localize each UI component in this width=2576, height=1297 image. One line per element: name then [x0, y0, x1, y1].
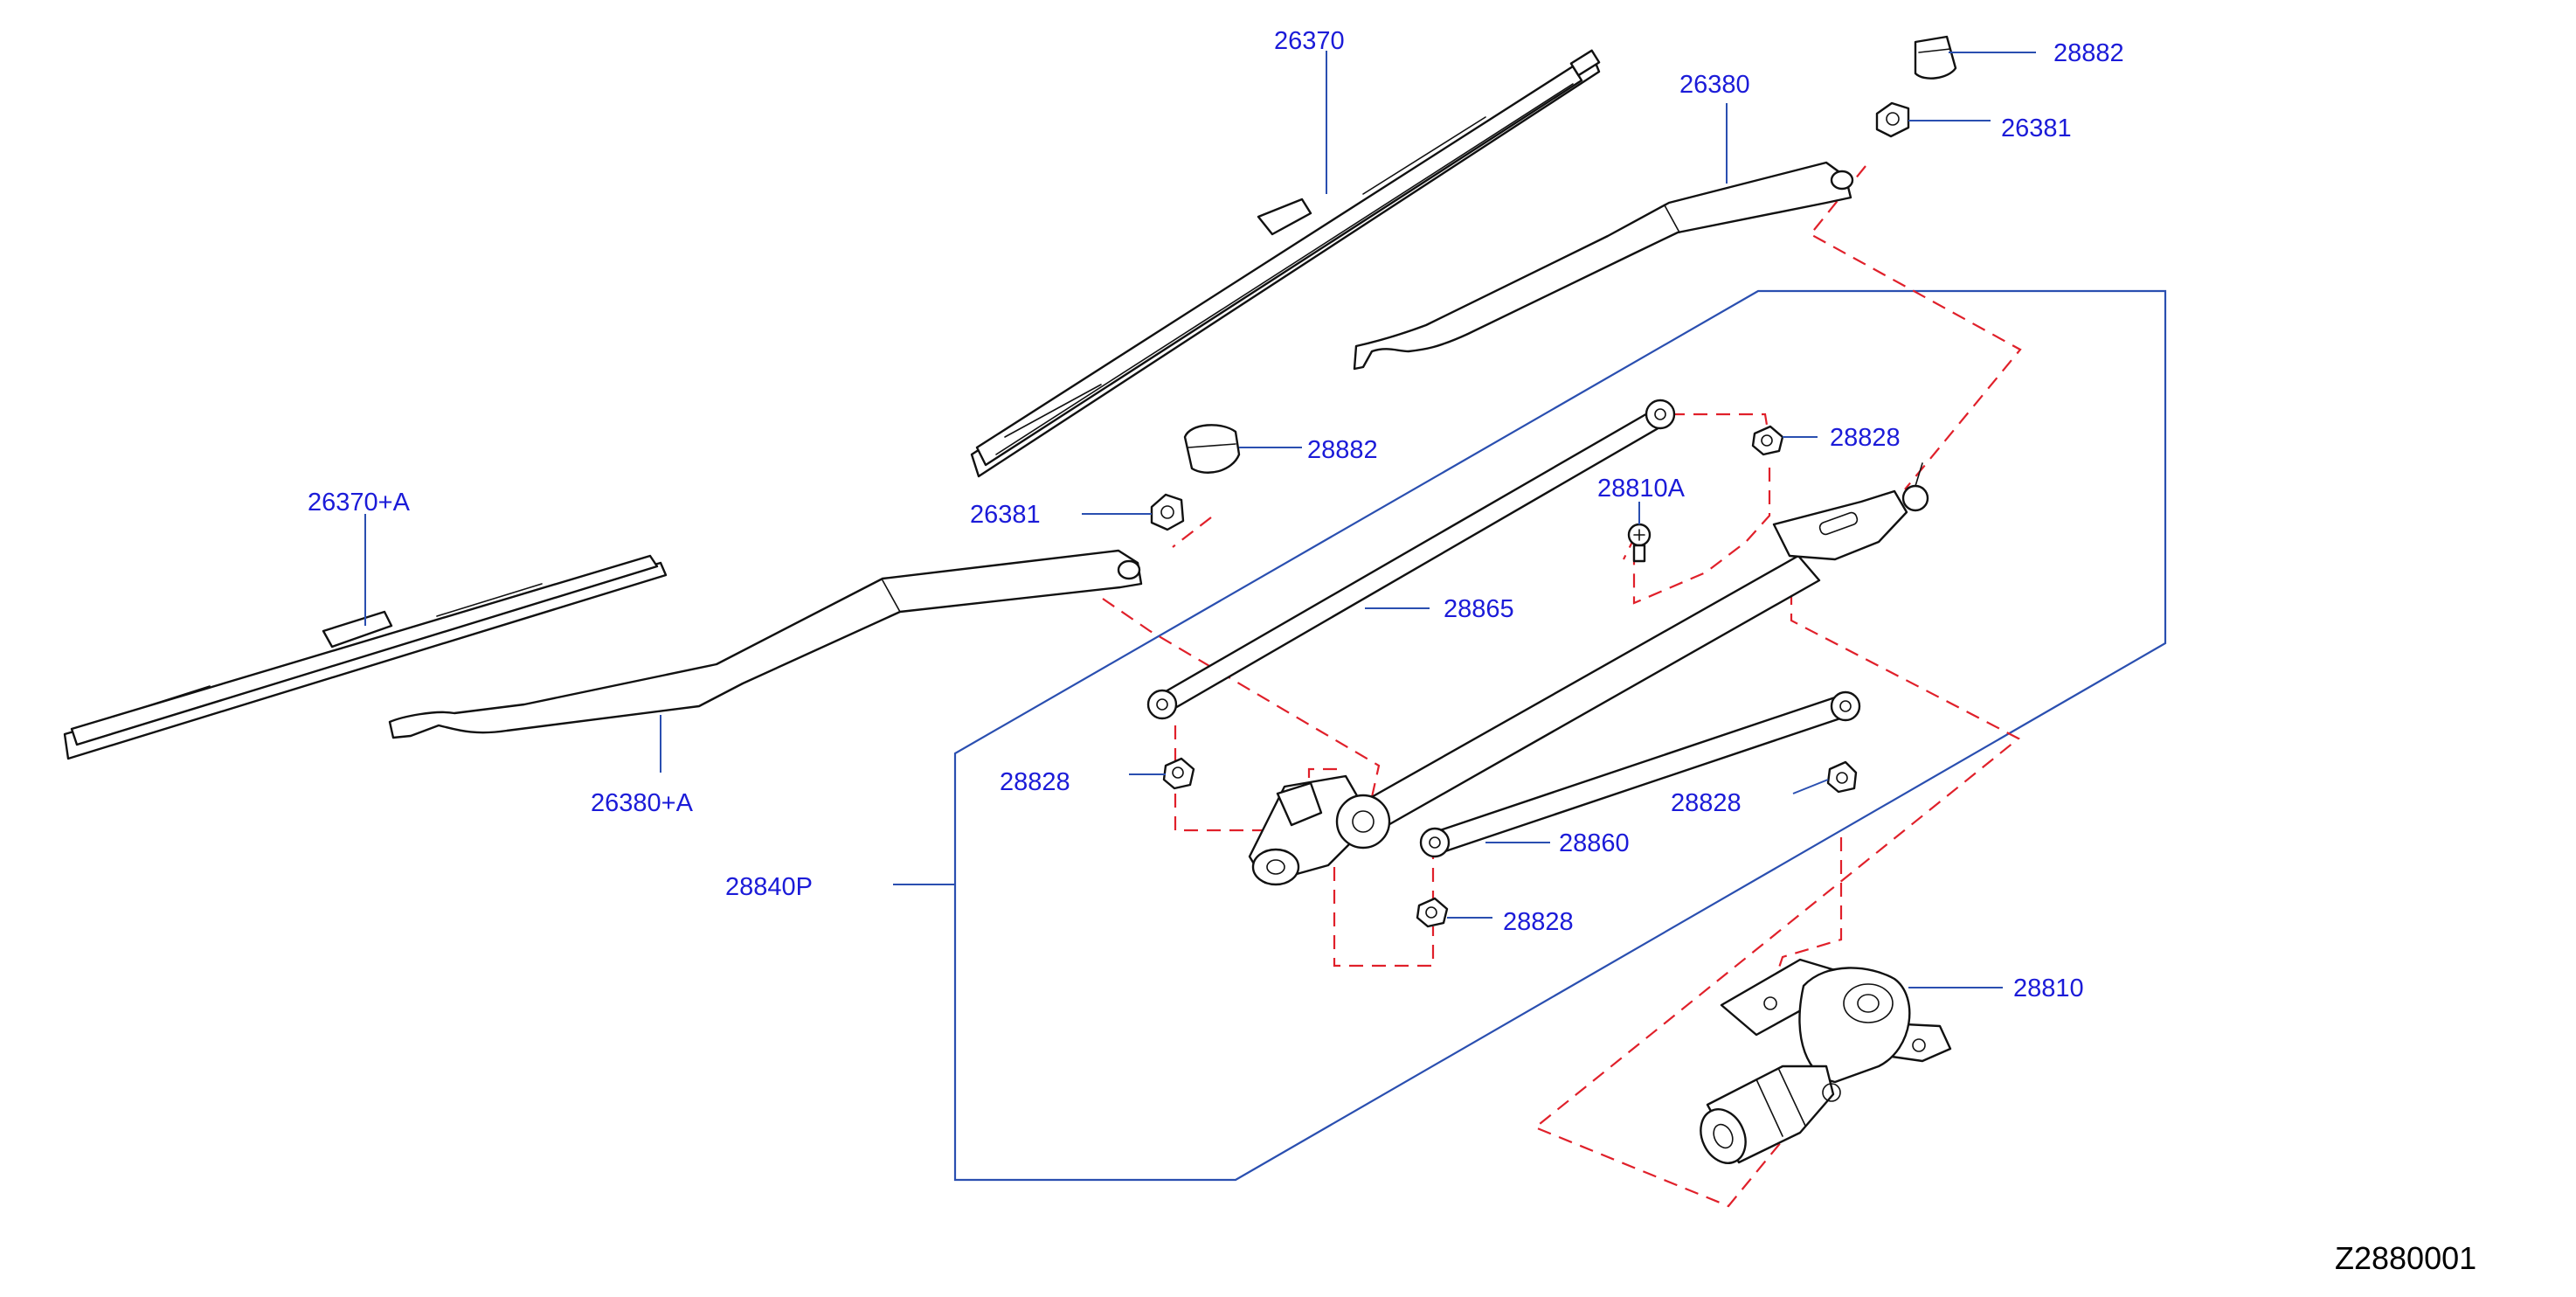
callout-26370-a: 26370+A [308, 489, 411, 517]
arm-nut-lower [1150, 493, 1185, 531]
bushing-28828-d [1416, 897, 1449, 928]
wiper-blade-upper [970, 49, 1601, 478]
callout-labels: 26370 26380 28882 26381 28882 26381 2637… [308, 27, 2476, 1276]
callout-26380-a: 26380+A [591, 789, 694, 817]
link-rod-upper [1146, 399, 1676, 720]
link-rod-lower [1419, 690, 1861, 858]
wiper-blade-lower [63, 554, 668, 760]
callout-28810: 28810 [2013, 974, 2084, 1002]
bushing-28828-a [1751, 425, 1784, 456]
linkage-assembly-outline [953, 289, 2167, 1182]
callout-28882-upper: 28882 [2053, 39, 2124, 67]
callout-26381-upper: 26381 [2001, 114, 2072, 142]
callout-28828-bottom: 28828 [1503, 908, 1574, 936]
callout-28828-left: 28828 [1000, 768, 1070, 796]
callout-28865: 28865 [1444, 595, 1514, 623]
arm-nut-upper [1875, 101, 1910, 138]
diagram-id: Z2880001 [2335, 1240, 2476, 1276]
callout-28810a: 28810A [1597, 475, 1686, 503]
bushing-28828-c [1826, 760, 1858, 794]
arm-cap-lower [1183, 424, 1241, 474]
bolt-28810a [1627, 523, 1652, 563]
leader-lines [364, 51, 2036, 988]
callout-26380: 26380 [1679, 71, 1750, 99]
callout-28840p: 28840P [725, 873, 813, 901]
bushing-28828-b [1162, 757, 1195, 790]
wiper-motor [1700, 958, 1952, 1164]
callout-28828-right: 28828 [1671, 789, 1742, 817]
callout-28882-lower: 28882 [1307, 436, 1378, 464]
arm-cap-upper [1914, 35, 1957, 80]
wiper-arm-lower [388, 549, 1143, 739]
callout-28828-top: 28828 [1830, 424, 1901, 452]
callout-28860: 28860 [1559, 829, 1630, 857]
linkage-main-tube [1248, 462, 1929, 886]
callout-26370: 26370 [1274, 27, 1345, 55]
wiper-arm-upper [1353, 161, 1854, 371]
callout-26381-lower: 26381 [970, 501, 1041, 529]
